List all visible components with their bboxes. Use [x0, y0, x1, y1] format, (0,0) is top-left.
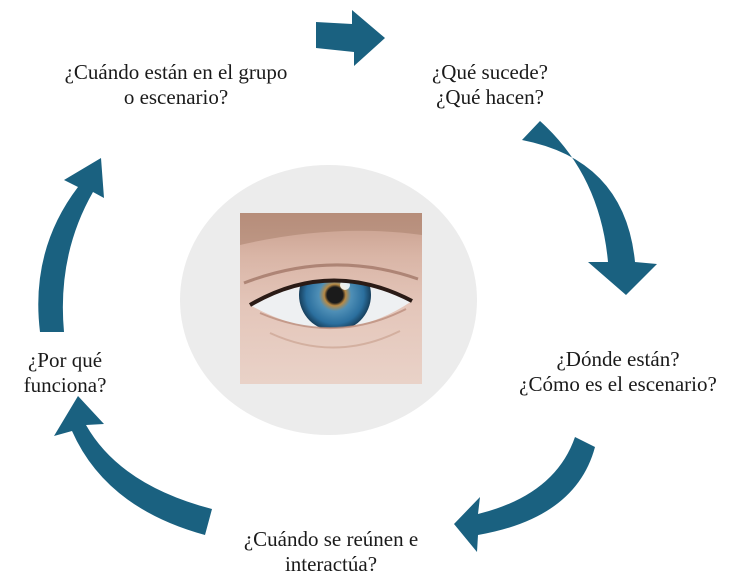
- arrow-top: [316, 10, 385, 66]
- arrow-right-lower: [454, 437, 595, 552]
- arrow-right-upper: [522, 121, 657, 295]
- eye-icon: [240, 213, 422, 384]
- label-when-meet: ¿Cuándo se reúnen e interactúa?: [243, 527, 419, 576]
- arrow-bottom-left: [54, 396, 212, 535]
- label-when-in-group: ¿Cuándo están en el grupo o escenario?: [64, 60, 288, 109]
- label-why-works: ¿Por qué funciona?: [23, 348, 107, 397]
- label-where-are-they: ¿Dónde están? ¿Cómo es el escenario?: [519, 347, 717, 396]
- arrow-left: [38, 158, 104, 332]
- label-what-happens: ¿Qué sucede? ¿Qué hacen?: [431, 60, 548, 109]
